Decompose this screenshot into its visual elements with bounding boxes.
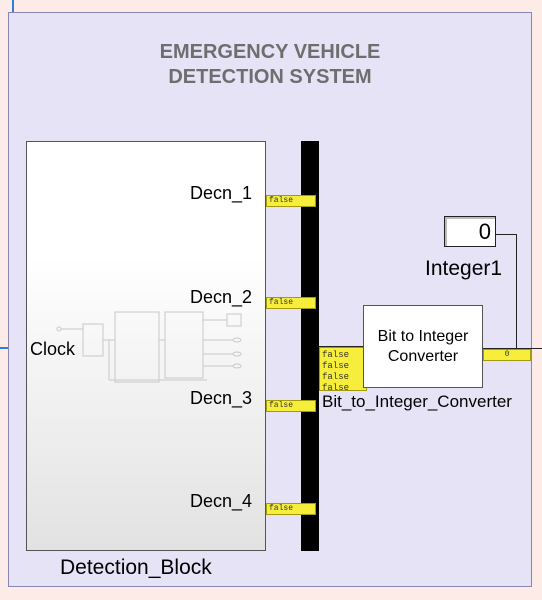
mux-value-3: false	[322, 372, 350, 382]
area-title: EMERGENCY VEHICLE DETECTION SYSTEM	[159, 41, 381, 88]
integer-display-name[interactable]: Integer1	[425, 257, 503, 280]
decn1-output-label: Decn_1	[190, 183, 253, 203]
integer-display-block[interactable]: 0	[444, 216, 496, 247]
mux-value-2: false	[322, 361, 350, 371]
clock-input-label: Clock	[30, 339, 76, 359]
decn3-value-display: false	[266, 400, 316, 412]
bit-to-integer-converter-block[interactable]: Bit to Integer Converter	[363, 305, 483, 388]
decn1-value-display: false	[266, 195, 316, 207]
converter-output-line[interactable]	[483, 348, 542, 349]
decn2-value-display: false	[266, 297, 316, 309]
detection-block-name[interactable]: Detection_Block	[60, 556, 212, 579]
decn4-value-display: false	[266, 503, 316, 515]
integer-branch-line-vertical[interactable]	[516, 234, 517, 349]
mux-value-1: false	[322, 350, 350, 360]
mux-value-4: false	[322, 383, 350, 393]
converter-name[interactable]: Bit_to_Integer_Converter	[322, 392, 512, 411]
decn3-output-label: Decn_3	[190, 388, 253, 408]
mux-output-line[interactable]	[319, 346, 363, 347]
integer-branch-line-horizontal[interactable]	[496, 234, 517, 235]
mux-block[interactable]	[301, 141, 319, 551]
decn2-output-label: Decn_2	[190, 287, 253, 307]
mux-values-display: false false false false	[319, 347, 367, 393]
subsystem-preview-icon	[56, 311, 242, 383]
detection-block[interactable]	[26, 141, 266, 551]
integer-display-value: 0	[478, 219, 491, 244]
converter-output-display: 0	[483, 349, 531, 361]
decn4-output-label: Decn_4	[190, 491, 253, 511]
